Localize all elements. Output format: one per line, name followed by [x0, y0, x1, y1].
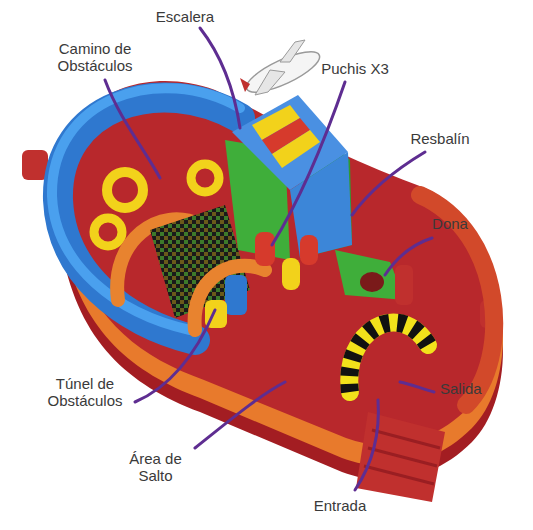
part-label: Entrada	[300, 497, 380, 514]
part-label: Área de Salto	[118, 450, 193, 485]
part-label: Salida	[440, 380, 510, 397]
part-label: Resbalín	[400, 130, 480, 147]
part-label: Escalera	[145, 8, 225, 25]
part-label: Camino de Obstáculos	[40, 40, 150, 75]
part-label: Dona	[420, 215, 480, 232]
part-label: Túnel de Obstáculos	[25, 375, 145, 410]
part-label: Puchis X3	[310, 60, 400, 77]
